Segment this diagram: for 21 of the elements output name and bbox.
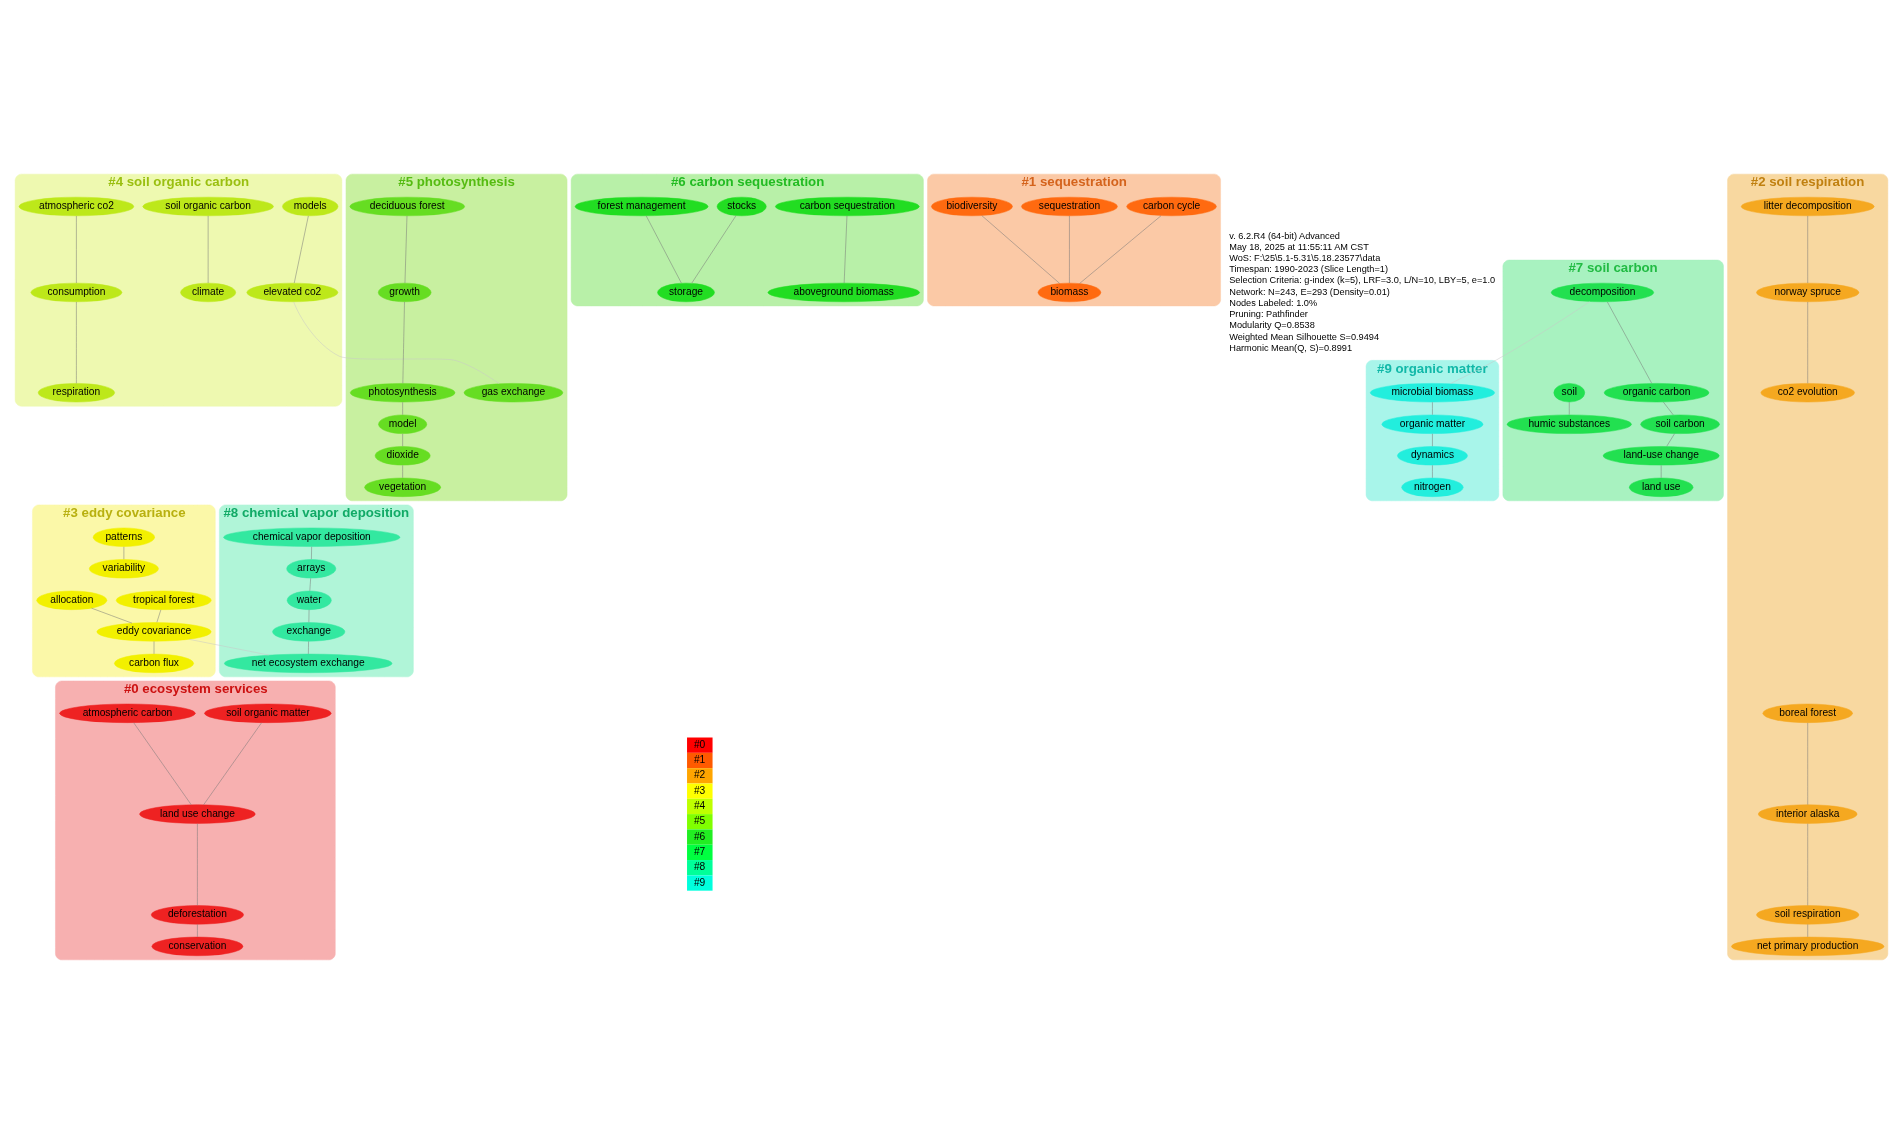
legend-label: #4 <box>693 799 705 811</box>
legend-label: #3 <box>693 784 705 796</box>
legend-label: #5 <box>693 814 705 826</box>
label: May 18, 2025 at 11:55:11 AM CST <box>1228 241 1369 252</box>
label: v. 6.2.R4 (64-bit) Advanced <box>1228 230 1340 241</box>
label: Weighted Mean Silhouette S=0.9494 <box>1228 331 1379 342</box>
label: WoS: F:\25\5.1-5.31\5.18.23577\data <box>1228 252 1380 263</box>
legend-label: #8 <box>693 860 705 872</box>
label: Modularity Q=0.8538 <box>1228 319 1315 330</box>
label: Network: N=243, E=293 (Density=0.01) <box>1228 286 1390 297</box>
legend-label: #7 <box>693 845 705 857</box>
label: Harmonic Mean(Q, S)=0.8991 <box>1228 342 1352 353</box>
legend-label: #6 <box>693 830 705 842</box>
label: Pruning: Pathfinder <box>1228 308 1308 319</box>
legend-label: #9 <box>693 876 705 888</box>
label: Nodes Labeled: 1.0% <box>1228 297 1317 308</box>
legend-label: #1 <box>693 753 705 765</box>
legend-label: #0 <box>693 738 705 750</box>
label: Selection Criteria: g-index (k=5), LRF=3.0, L/N=10, LBY=5, e=1.0 <box>1228 274 1495 285</box>
legend-label: #2 <box>693 768 705 780</box>
label: Timespan: 1990-2023 (Slice Length=1) <box>1228 263 1388 274</box>
